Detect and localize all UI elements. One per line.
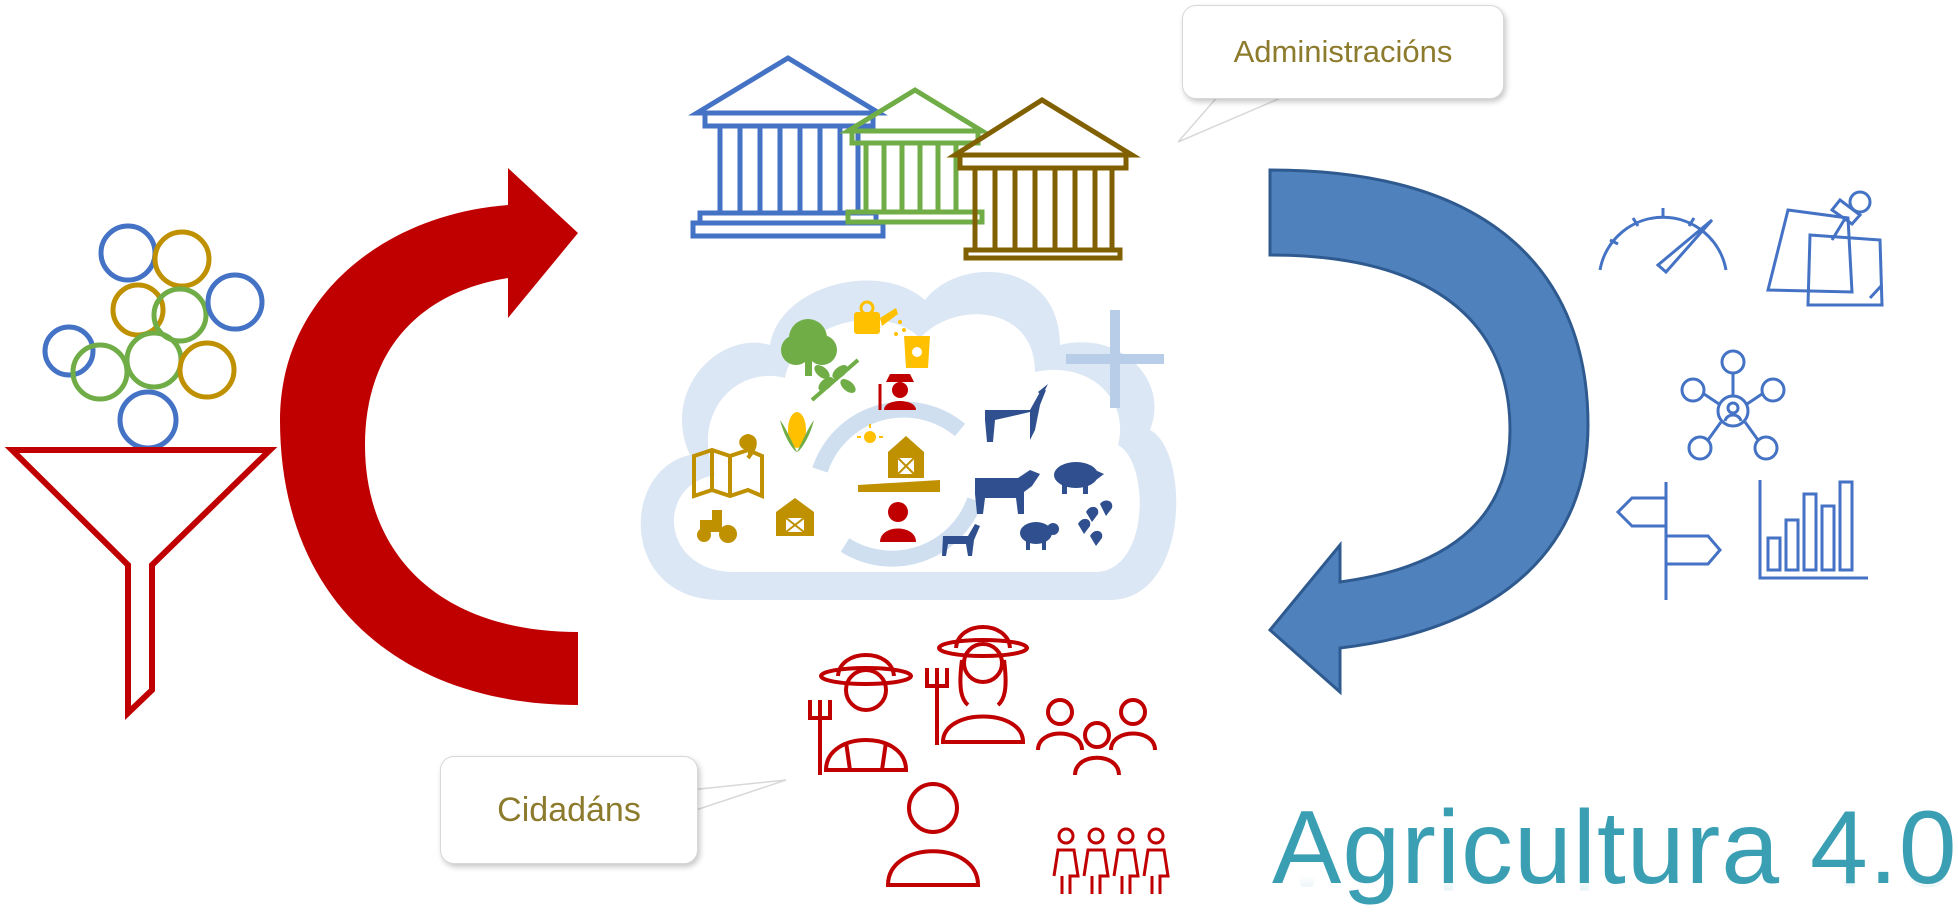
callout-admin-tail — [1177, 93, 1291, 143]
leaf-branch-icon — [810, 358, 860, 402]
family-icon — [1052, 827, 1170, 894]
group-icon — [1036, 698, 1157, 776]
pinned-notes-icon — [1766, 190, 1884, 307]
sheep-icon — [1020, 522, 1059, 550]
barn-icon — [858, 436, 940, 492]
cow-icon — [975, 470, 1040, 514]
tree-icon — [781, 319, 837, 376]
farmer-icon — [878, 374, 916, 410]
chicken-icon — [1078, 500, 1113, 546]
bar-chart-icon — [1758, 480, 1868, 580]
page-title: Agricultura 4.0 — [1272, 790, 1958, 906]
plus-icon — [1066, 310, 1164, 408]
farmer-icon — [925, 625, 1029, 745]
cycle-arrow-red — [280, 168, 578, 705]
farmer-icon — [808, 653, 913, 775]
callout-administrations: Administracións — [1182, 5, 1504, 99]
map-pin-icon — [692, 433, 764, 500]
data-circles-icon — [42, 223, 265, 451]
person-icon — [885, 782, 981, 887]
barn-icon — [776, 498, 814, 536]
cycle-arrow-blue — [1267, 168, 1590, 696]
farmer-icon — [880, 502, 916, 542]
government-building-icon — [688, 55, 1141, 261]
funnel-icon — [4, 447, 278, 721]
callout-citizens-tail — [689, 779, 787, 814]
gauge-icon — [1598, 208, 1728, 275]
signpost-icon — [1615, 482, 1722, 600]
callout-citizens: Cidadáns — [440, 756, 698, 864]
sun-icon — [857, 424, 883, 443]
refresh-icon — [812, 401, 983, 567]
diagram-canvas — [4, 55, 1884, 894]
watering-can-icon — [854, 300, 906, 336]
tractor-icon — [697, 510, 737, 543]
horse-icon — [985, 384, 1048, 442]
goat-icon — [942, 524, 980, 556]
page-title-reflection: Agricultura 4.0 — [1272, 792, 1958, 908]
seed-bag-icon — [904, 336, 930, 368]
corn-icon — [780, 412, 814, 452]
pig-icon — [1054, 462, 1104, 494]
network-hub-icon — [1680, 349, 1786, 461]
